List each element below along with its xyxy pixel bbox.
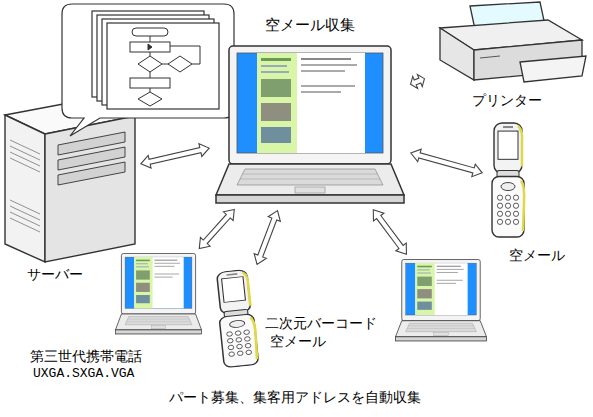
device-label: 空メール収集	[245, 16, 375, 34]
caption: パート募集、集客用アドレスを自動収集	[110, 389, 480, 406]
printer	[440, 2, 586, 82]
double-arrow	[411, 149, 482, 177]
server-tower	[5, 98, 135, 262]
double-arrow	[411, 74, 425, 88]
mobile-phone: 空メール	[488, 122, 528, 238]
device-label: 空メール	[509, 247, 589, 264]
mobile-phone	[214, 269, 258, 367]
printer: プリンター	[430, 5, 585, 85]
client-laptop	[115, 253, 202, 335]
main-laptop: 空メール収集	[215, 45, 405, 205]
device-label: プリンター	[472, 92, 572, 109]
device-label: サーバー	[27, 266, 127, 283]
server-tower: サーバー	[5, 98, 135, 262]
double-arrow	[373, 210, 406, 254]
mobile-phone	[492, 123, 524, 237]
client-laptop	[395, 259, 487, 342]
device-sublabel: 空メール	[270, 333, 370, 350]
client-laptop	[395, 260, 486, 341]
double-arrow	[254, 211, 280, 265]
flowchart-callout	[62, 4, 234, 136]
mobile-phone: 二次元バーコード空メール	[215, 270, 258, 367]
note-label: 第三世代携帯電話	[30, 348, 180, 365]
note-label: UXGA.SXGA.VGA	[33, 366, 183, 382]
main-laptop	[216, 46, 404, 203]
client-laptop	[115, 254, 201, 334]
double-arrow	[199, 209, 234, 248]
device-label: 二次元バーコード	[265, 315, 415, 332]
double-arrow	[141, 144, 209, 168]
